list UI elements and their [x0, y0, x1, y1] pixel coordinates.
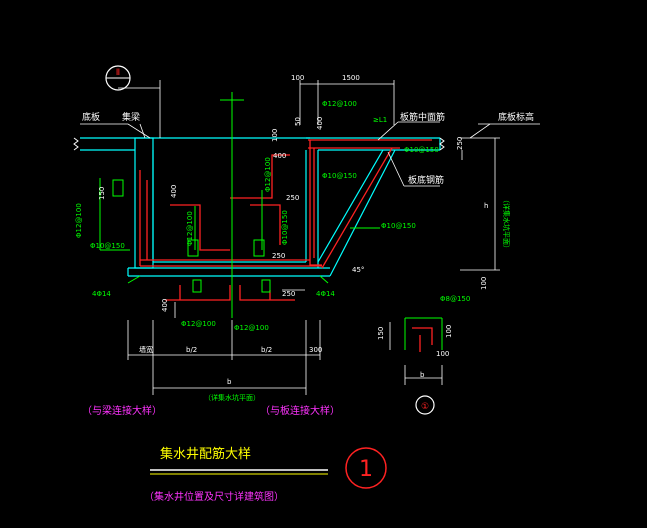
drawing-title: 集水井配筋大样 — [160, 446, 251, 462]
rebar-lines — [139, 139, 433, 352]
note-slab-connection: （与板连接大样） — [260, 404, 340, 417]
concrete-outline — [80, 137, 441, 277]
dim-angle: 45° — [352, 266, 364, 274]
rebar-label-left-bottom: Φ10@150 — [90, 242, 125, 250]
rebar-label-bottom-left: Φ12@100 — [181, 320, 216, 328]
dim-250-c: 250 — [282, 290, 295, 298]
dim-100-top: 100 — [291, 74, 304, 82]
dim-100b: 100 — [436, 350, 449, 358]
detail-marker-circle — [345, 447, 387, 489]
dim-400-top: 400 — [316, 117, 324, 130]
rebar-label-mid2-vertical: Φ12@100 — [264, 157, 272, 192]
dim-100-mid: 100 — [271, 129, 279, 142]
rebar-label-wall: Φ10@150 — [322, 172, 357, 180]
rebar-label-top: Φ12@100 — [322, 100, 357, 108]
dim-150-small: 150 — [377, 327, 385, 340]
note-pit-depth: （详集水坑平面） — [502, 196, 511, 252]
label-beam: 集梁 — [122, 111, 140, 123]
dim-100-small: 100 — [445, 325, 453, 338]
rebar-label-slope-top: Φ10@150 — [404, 146, 439, 154]
note-pit-plan: （详集水坑平面） — [204, 393, 260, 402]
break-marks — [73, 137, 445, 151]
rebar-label-small: Φ8@150 — [440, 295, 470, 303]
dim-b2-left: b/2 — [186, 346, 197, 354]
detail-marker-text: 1 — [359, 457, 373, 482]
label-slab-elevation: 底板标高 — [498, 111, 534, 123]
dim-b2-right: b/2 — [261, 346, 272, 354]
label-slab: 底板 — [82, 111, 100, 123]
rebar-label-left-vertical: Φ12@100 — [75, 203, 83, 238]
dim-250-b: 250 — [272, 252, 285, 260]
rebar-label-slope: Φ10@150 — [381, 222, 416, 230]
rebar-label-anchorage: ≥L1 — [373, 116, 387, 124]
rebar-label-mid3-vertical: Φ10@150 — [281, 210, 289, 245]
dim-400-mid: 400 — [273, 152, 286, 160]
rebar-label-bottom-right: Φ12@100 — [234, 324, 269, 332]
green-marks — [99, 92, 443, 350]
dim-b-small: b — [420, 371, 425, 379]
label-bottom-rebar: 板底钢筋 — [408, 174, 444, 186]
dim-400-left: 400 — [170, 185, 178, 198]
dim-400-bottom: 400 — [161, 299, 169, 312]
label-top-rebar: 板筋中面筋 — [400, 111, 445, 123]
rebar-label-mid-vertical: Φ12@100 — [186, 211, 194, 246]
small-marker-text: ① — [421, 402, 429, 412]
section-marker-text: Ⅱ — [116, 68, 120, 78]
dim-h: h — [484, 202, 488, 210]
dimension-lines — [80, 80, 540, 395]
rebar-label-bars-left: 4Φ14 — [92, 290, 111, 298]
dim-300: 300 — [309, 346, 322, 354]
dim-b: b — [227, 378, 232, 386]
dim-100-right: 100 — [480, 277, 488, 290]
dim-250-a: 250 — [286, 194, 299, 202]
dim-150-left: 150 — [98, 187, 106, 200]
dim-50: 50 — [294, 117, 302, 126]
dim-250-right: 250 — [456, 137, 464, 150]
dim-wall: 墙宽 — [139, 345, 153, 354]
dim-1500: 1500 — [342, 74, 360, 82]
small-marker-circle — [415, 395, 435, 415]
drawing-subtitle: （集水井位置及尺寸详建筑图） — [144, 490, 284, 503]
note-beam-connection: （与梁连接大样） — [82, 404, 162, 417]
rebar-label-bars-right: 4Φ14 — [316, 290, 335, 298]
